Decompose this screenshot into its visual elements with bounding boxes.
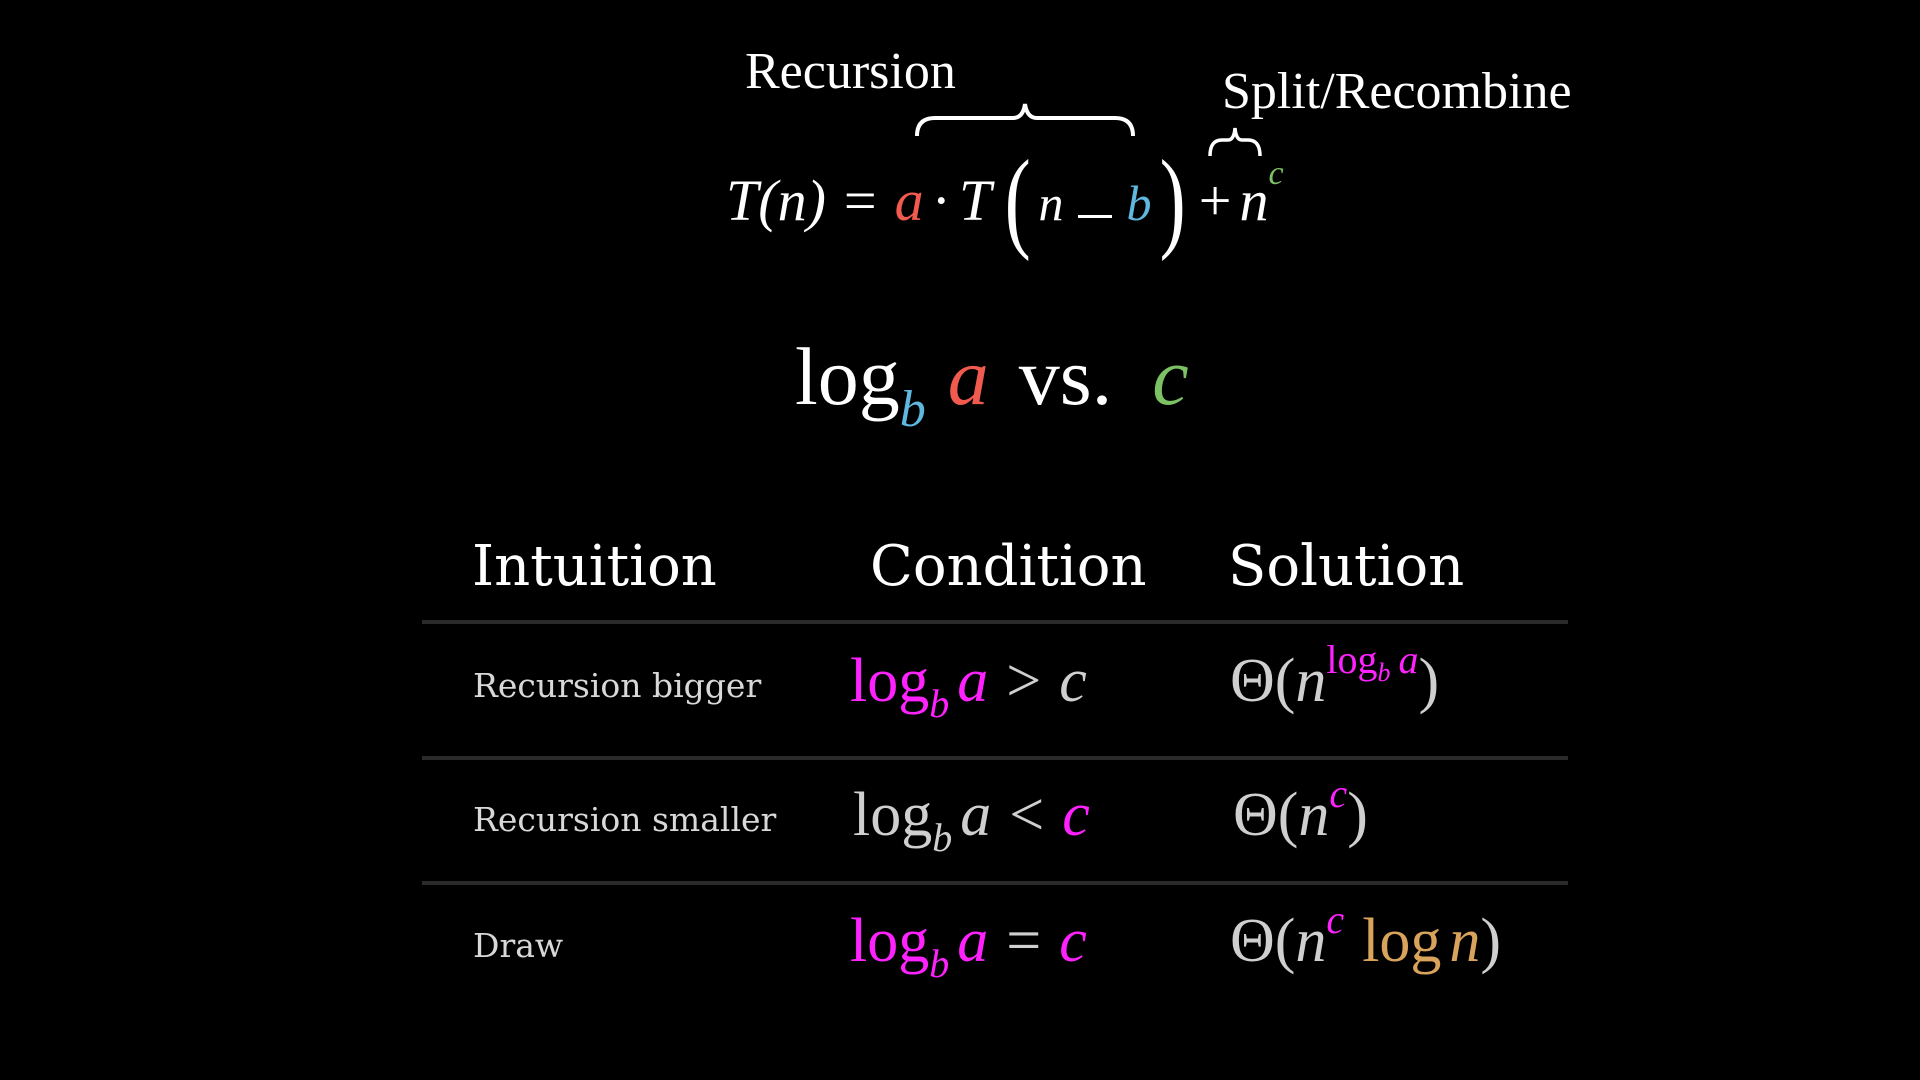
row3-cond-c: c [1059, 907, 1087, 975]
row1-cond-a: a [957, 647, 989, 715]
recursion-brace [915, 103, 1135, 137]
eq-n: n [1239, 167, 1269, 233]
eq-a: a [894, 167, 924, 233]
row1-solution: Θ( n log b a ) [1230, 637, 1440, 717]
header-solution: Solution [1228, 534, 1465, 599]
header-intuition: Intuition [472, 534, 717, 599]
eq-equals: = [843, 167, 877, 233]
row2-sol-exp: c [1329, 771, 1348, 816]
row1-sol-exp-base: b [1377, 658, 1391, 687]
cmp-vs: vs. [1018, 331, 1113, 422]
row3-sol-log-n: n [1449, 907, 1481, 975]
split-recombine-label: Split/Recombine [1222, 63, 1572, 120]
eq-dot: · [931, 167, 951, 233]
eq-c: c [1268, 155, 1284, 192]
row1-sol-exp-a: a [1398, 637, 1419, 682]
eq-frac-num: n [1038, 174, 1064, 231]
cmp-c: c [1152, 331, 1189, 422]
row2-cond-a: a [960, 781, 992, 849]
row2-sol-theta: Θ( [1233, 781, 1299, 849]
split-recombine-brace [1208, 127, 1262, 157]
eq-frac-bar [1078, 214, 1112, 218]
row3-cond-op: = [1006, 907, 1042, 975]
row1-cond-base: b [929, 681, 950, 726]
eq-close-paren: ) [1159, 137, 1186, 262]
row2-condition: log b a < c [853, 780, 1090, 860]
row2-sol-close: ) [1347, 781, 1368, 849]
row1-sol-close: ) [1418, 647, 1440, 715]
row3-cond-a: a [957, 907, 989, 975]
table-rule [422, 756, 1568, 760]
row1-condition: log b a > c [850, 646, 1087, 726]
row2-cond-base: b [932, 815, 953, 860]
cmp-a: a [947, 331, 989, 422]
table-rule [422, 620, 1568, 624]
row3-condition: log b a = c [850, 906, 1087, 986]
eq-open-paren: ( [1004, 137, 1031, 262]
row3-cond-log: log [850, 907, 930, 975]
cmp-base: b [899, 381, 926, 438]
row3-sol-theta: Θ( [1230, 907, 1296, 975]
row3-sol-log: log [1362, 907, 1442, 975]
table-rule [422, 881, 1568, 885]
row3-sol-exp: c [1326, 897, 1345, 942]
comparison-line: log b a vs. c [795, 330, 1189, 438]
row2-cond-c: c [1062, 781, 1090, 849]
eq-fraction: n b [1039, 167, 1152, 234]
row1-cond-log: log [850, 647, 930, 715]
eq-frac-den: b [1126, 174, 1152, 231]
row2-cond-op: < [1009, 781, 1045, 849]
row2-solution: Θ( n c ) [1233, 771, 1368, 851]
row3-sol-close: ) [1480, 907, 1502, 975]
recursion-label: Recursion [745, 43, 956, 100]
row1-sol-exp-log: log [1326, 637, 1378, 682]
header-condition: Condition [870, 534, 1147, 599]
eq-T: T [958, 167, 992, 233]
recurrence-equation: T(n) = a · T ( n b ) + n c [726, 138, 1284, 262]
row2-sol-n: n [1298, 781, 1330, 849]
row3-cond-base: b [929, 941, 950, 986]
row2-intuition: Recursion smaller [473, 800, 777, 839]
row1-sol-n: n [1295, 647, 1327, 715]
row3-sol-n: n [1295, 907, 1327, 975]
eq-lhs: T(n) [726, 167, 826, 233]
row3-solution: Θ( n c log n ) [1230, 897, 1502, 977]
row3-intuition: Draw [473, 926, 564, 965]
eq-plus: + [1198, 167, 1232, 233]
row1-intuition: Recursion bigger [473, 666, 762, 705]
row1-cond-c: c [1059, 647, 1087, 715]
row1-sol-theta: Θ( [1230, 647, 1296, 715]
cmp-log: log [795, 331, 900, 422]
row1-cond-op: > [1006, 647, 1042, 715]
row2-cond-log: log [853, 781, 933, 849]
